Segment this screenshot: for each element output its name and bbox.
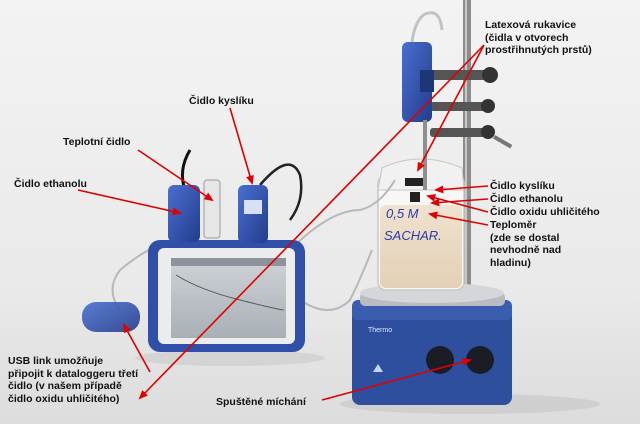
label-co2-sensor: Čidlo oxidu uhličitého [490, 206, 600, 218]
black-cable-right [259, 163, 303, 221]
arrow-temperature [137, 149, 213, 201]
ethanol-sensor-body [168, 185, 200, 242]
arrow-stirring-head [461, 358, 472, 366]
arrow-usb-link-head [123, 323, 131, 334]
label-oxygen-sensor-right: Čidlo kyslíku [490, 180, 555, 192]
arrow-co2 [427, 195, 489, 213]
usb-link-line-3: čidlo (v našem případě [8, 380, 122, 392]
arrow-oxygen-top [229, 107, 253, 184]
arrow-glove-long-head [138, 390, 148, 400]
latex-glove [377, 158, 465, 191]
clamps [430, 67, 513, 149]
label-glove: Latexová rukavice (čidla v otvorech pros… [485, 19, 592, 57]
arrow-temperature-head [203, 192, 214, 202]
thermometer-line-2: (zde se dostal [490, 231, 560, 244]
label-usb-link: USB link umožňuje připojit k dataloggeru… [8, 355, 138, 405]
datalogger-screen [171, 258, 286, 338]
temperature-sensor-body [203, 179, 221, 239]
arrow-glove-head [417, 161, 425, 172]
beaker-label-line1: 0,5 M [386, 206, 419, 221]
beaker: 0,5 M SACHAR. [377, 158, 465, 291]
arrow-thermometer [429, 213, 489, 226]
beaker-sensors [402, 11, 444, 202]
svg-text:Thermo: Thermo [368, 327, 392, 334]
usb-link-line-1: USB link umožňuje [8, 355, 104, 367]
stirrer-knob-left [426, 346, 454, 374]
arrow-ethanol-left-head [172, 207, 183, 216]
thermometer-line-4: hladinu) [490, 256, 531, 269]
label-stirring: Spuštěné míchání [216, 396, 306, 408]
usb-link-line-2: připojit k dataloggeru třetí [8, 367, 139, 380]
thermometer-line-3: nevhodně nad [490, 244, 562, 256]
stand-rod-highlight [465, 0, 467, 300]
arrow-usb-link [123, 324, 151, 373]
beaker-label-line2: SACHAR. [384, 228, 442, 243]
glove-line-1: Latexová rukavice [485, 19, 577, 31]
label-thermometer: Teploměr (zde se dostal nevhodně nad hla… [490, 219, 561, 269]
label-oxygen-sensor-top: Čidlo kyslíku [189, 95, 254, 107]
annotation-arrows [77, 44, 489, 401]
arrow-ethanol-right [431, 198, 489, 204]
datalogger-sensors [168, 179, 268, 243]
glove-line-2: (čidla v otvorech [485, 31, 569, 44]
arrow-thermometer-head [427, 211, 438, 220]
thermometer-line-1: Teploměr [490, 219, 537, 231]
arrow-oxygen-top-head [246, 174, 254, 185]
magnetic-stirrer: Thermo [352, 283, 512, 405]
arrow-co2-head [426, 194, 437, 202]
arrow-ethanol-right-head [429, 198, 440, 207]
datalogger [148, 240, 305, 352]
glove-line-3: prostřihnutých prstů) [485, 44, 592, 56]
arrow-stirring [321, 359, 471, 401]
usb-link-line-4: čidlo oxidu uhličitého) [8, 392, 120, 405]
co2-sensor-body [402, 42, 432, 122]
stirrer-knob-right [466, 346, 494, 374]
usb-link-device [82, 302, 140, 332]
arrow-ethanol-left [77, 189, 181, 214]
arrow-oxygen-right-head [433, 185, 444, 194]
label-ethanol-sensor-left: Čidlo ethanolu [14, 178, 87, 190]
arrow-glove-long [139, 44, 485, 399]
arrow-glove [417, 44, 485, 171]
arrow-oxygen-right [435, 185, 489, 191]
label-ethanol-sensor-right: Čidlo ethanolu [490, 193, 563, 205]
label-temperature-sensor: Teplotní čidlo [63, 136, 131, 148]
datalogger-shadow [135, 350, 325, 366]
